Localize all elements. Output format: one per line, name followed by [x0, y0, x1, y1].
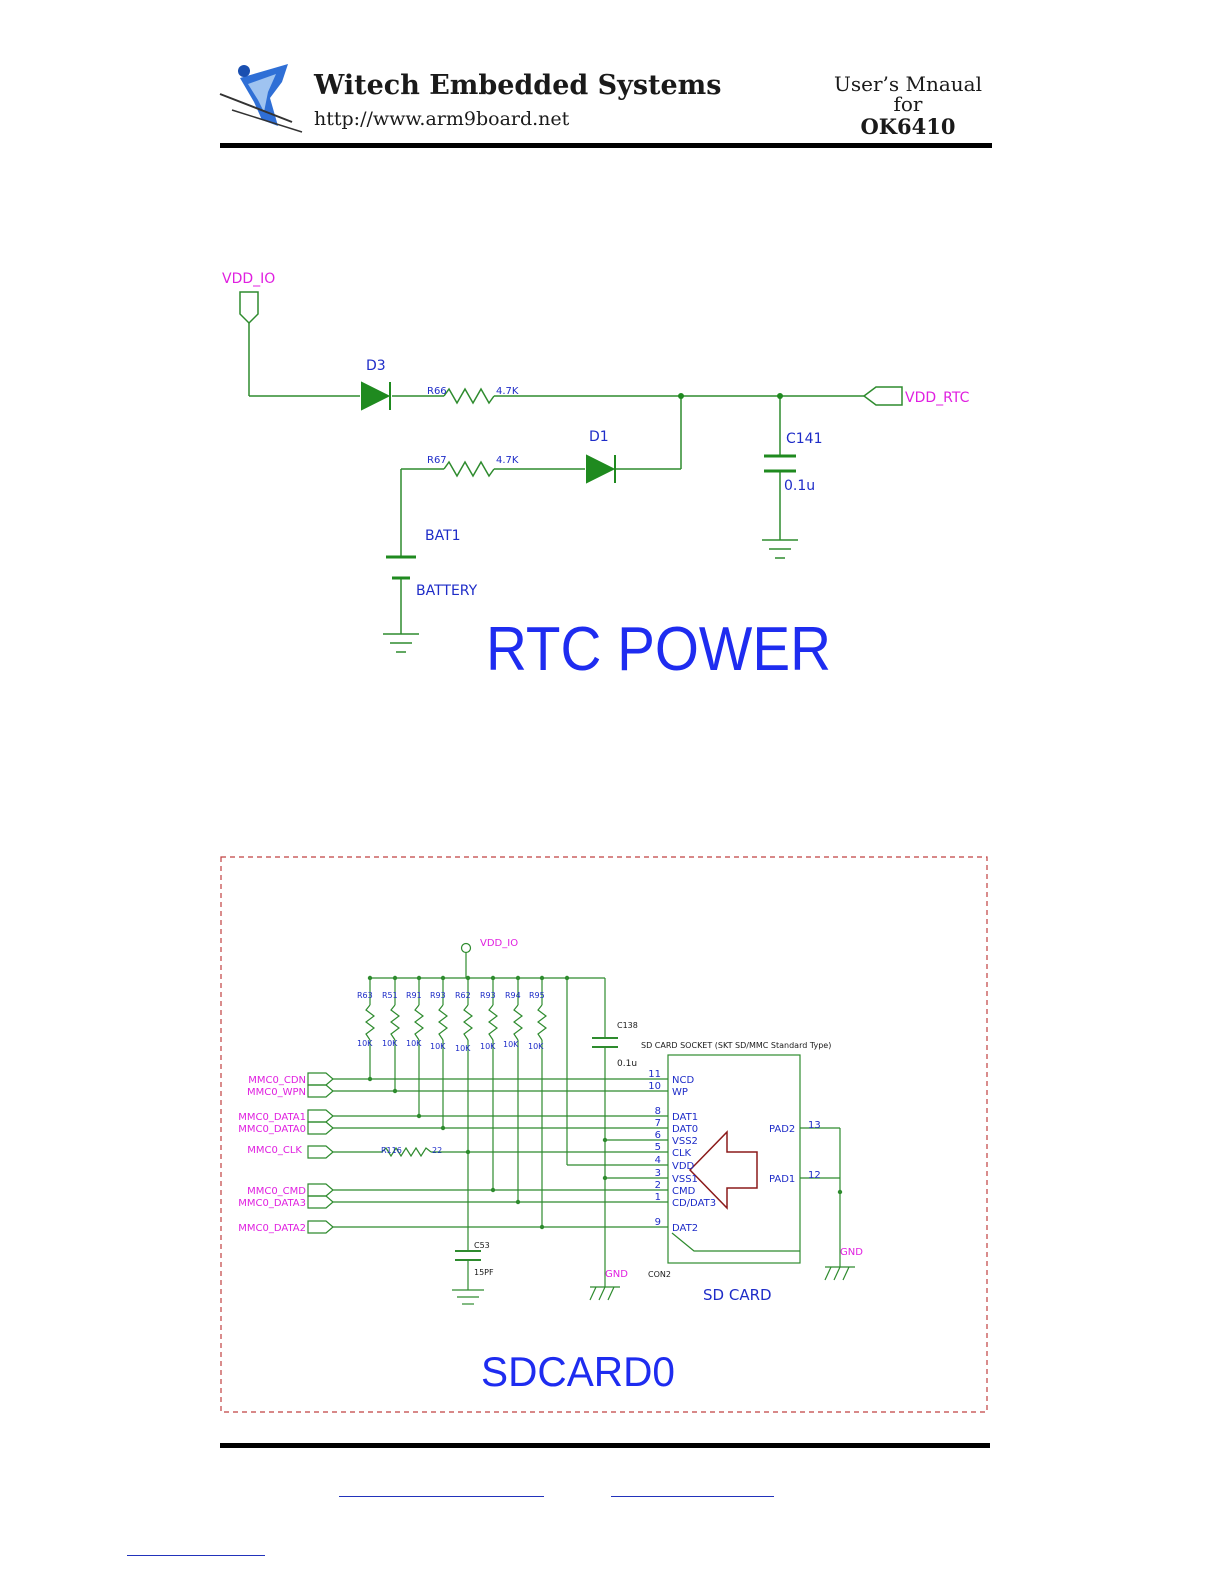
connector-con2-ref: CON2: [648, 1270, 671, 1279]
pin-number: 8: [655, 1106, 661, 1117]
resistor-ref: R51: [382, 991, 398, 1000]
sdcard-schematic: MMC0_CDN MMC0_WPN MMC0_DATA1 MMC0_DATA0 …: [220, 856, 988, 1413]
pad2-number: 13: [808, 1120, 821, 1131]
resistor-value: 10K: [528, 1042, 544, 1051]
pin-number: 4: [655, 1155, 661, 1166]
pin-name: WP: [672, 1087, 688, 1098]
resistor-ref: R62: [455, 991, 471, 1000]
diode-d1-ref: D1: [589, 429, 609, 445]
pin-name: DAT0: [672, 1124, 698, 1135]
pin-number: 10: [648, 1081, 661, 1092]
pad2-name: PAD2: [769, 1124, 795, 1135]
pin-name: DAT1: [672, 1112, 698, 1123]
gnd-label-pads: GND: [840, 1247, 863, 1258]
pin-number: 6: [655, 1130, 661, 1141]
resistor-r116-value: 22: [432, 1146, 442, 1155]
manual-line-2: for: [893, 92, 923, 116]
capacitor-c53-ref: C53: [474, 1241, 490, 1250]
net-label-vdd-io: VDD_IO: [222, 271, 275, 287]
manual-line-3: OK6410: [860, 114, 956, 139]
resistor-ref: R95: [529, 991, 545, 1000]
net-mmc0-clk: MMC0_CLK: [247, 1145, 302, 1156]
resistor-r116-ref: R116: [381, 1146, 402, 1155]
pin-number: 11: [648, 1069, 661, 1080]
resistor-ref: R94: [505, 991, 521, 1000]
gnd-label-c138: GND: [605, 1269, 628, 1280]
battery-value: BATTERY: [416, 583, 478, 599]
resistor-ref: R91: [406, 991, 422, 1000]
net-mmc0-cmd: MMC0_CMD: [247, 1186, 306, 1197]
resistor-value: 10K: [455, 1044, 471, 1053]
pin-name: NCD: [672, 1075, 694, 1086]
capacitor-c53-value: 15PF: [474, 1268, 494, 1277]
net-mmc0-data1: MMC0_DATA1: [238, 1112, 306, 1123]
capacitor-c141-ref: C141: [786, 431, 823, 447]
net-mmc0-data0: MMC0_DATA0: [238, 1124, 306, 1135]
socket-title: SD CARD SOCKET (SKT SD/MMC Standard Type…: [641, 1041, 831, 1050]
manual-line-1: User’s Mnaual: [834, 72, 982, 96]
capacitor-c138-value: 0.1u: [617, 1059, 637, 1069]
resistor-value: 10K: [382, 1039, 398, 1048]
resistor-ref: R93: [430, 991, 446, 1000]
pad1-name: PAD1: [769, 1174, 795, 1185]
net-mmc0-data3: MMC0_DATA3: [238, 1198, 306, 1209]
resistor-r66-ref: R66: [427, 386, 447, 397]
resistor-value: 10K: [430, 1042, 446, 1051]
pin-number: 9: [655, 1217, 661, 1228]
resistor-value: 10K: [480, 1042, 496, 1051]
footer-rule: [220, 1443, 990, 1448]
net-mmc0-data2: MMC0_DATA2: [238, 1223, 306, 1234]
sd-card-arrow-icon: [688, 1130, 758, 1210]
resistor-ref: R63: [357, 991, 373, 1000]
pin-name: VSS1: [672, 1174, 698, 1185]
pin-number: 1: [655, 1192, 661, 1203]
pin-number: 3: [655, 1168, 661, 1179]
net-vdd-io-sd: VDD_IO: [480, 938, 518, 949]
sdcard-frame: [220, 856, 988, 1413]
net-label-vdd-rtc: VDD_RTC: [905, 390, 970, 406]
witech-logo: [219, 64, 303, 133]
diode-d3-ref: D3: [366, 358, 386, 374]
resistor-r67-ref: R67: [427, 455, 447, 466]
pin-number: 2: [655, 1180, 661, 1191]
company-name: Witech Embedded Systems: [314, 70, 722, 101]
battery-bat1-ref: BAT1: [425, 528, 461, 544]
pin-name: CMD: [672, 1186, 696, 1197]
page-header: Witech Embedded Systems http://www.arm9b…: [218, 58, 993, 150]
capacitor-c141-value: 0.1u: [784, 478, 815, 494]
sd-card-label: SD CARD: [703, 1286, 772, 1304]
pin-name: CLK: [672, 1148, 692, 1159]
pin-name: CD/DAT3: [672, 1198, 716, 1209]
rtc-power-schematic: VDD_IO VDD_RTC D3 D1 R66 4.7K R67 4.7K C…: [222, 271, 970, 684]
resistor-value: 10K: [406, 1039, 422, 1048]
capacitor-c138-ref: C138: [617, 1021, 638, 1030]
resistor-r67-value: 4.7K: [496, 455, 519, 466]
footer-link-1[interactable]: [339, 1496, 544, 1497]
sdcard0-title: SDCARD0: [481, 1348, 675, 1395]
resistor-r66-value: 4.7K: [496, 386, 519, 397]
pin-number: 5: [655, 1142, 661, 1153]
footer-link-3[interactable]: [127, 1555, 265, 1556]
pin-name: VSS2: [672, 1136, 698, 1147]
resistor-value: 10K: [503, 1040, 519, 1049]
header-rule: [220, 143, 992, 148]
pin-name: DAT2: [672, 1223, 698, 1234]
company-url: http://www.arm9board.net: [314, 108, 570, 130]
net-mmc0-wpn: MMC0_WPN: [247, 1087, 306, 1098]
resistor-ref: R93: [480, 991, 496, 1000]
pin-number: 7: [655, 1118, 661, 1129]
manual-title: User’s Mnaual for OK6410: [823, 74, 993, 140]
footer-link-2[interactable]: [611, 1496, 774, 1497]
pin-name: VDD: [672, 1161, 695, 1172]
pad1-number: 12: [808, 1170, 821, 1181]
resistor-value: 10K: [357, 1039, 373, 1048]
net-mmc0-cdn: MMC0_CDN: [248, 1075, 306, 1086]
rtc-power-title: RTC POWER: [486, 615, 831, 684]
